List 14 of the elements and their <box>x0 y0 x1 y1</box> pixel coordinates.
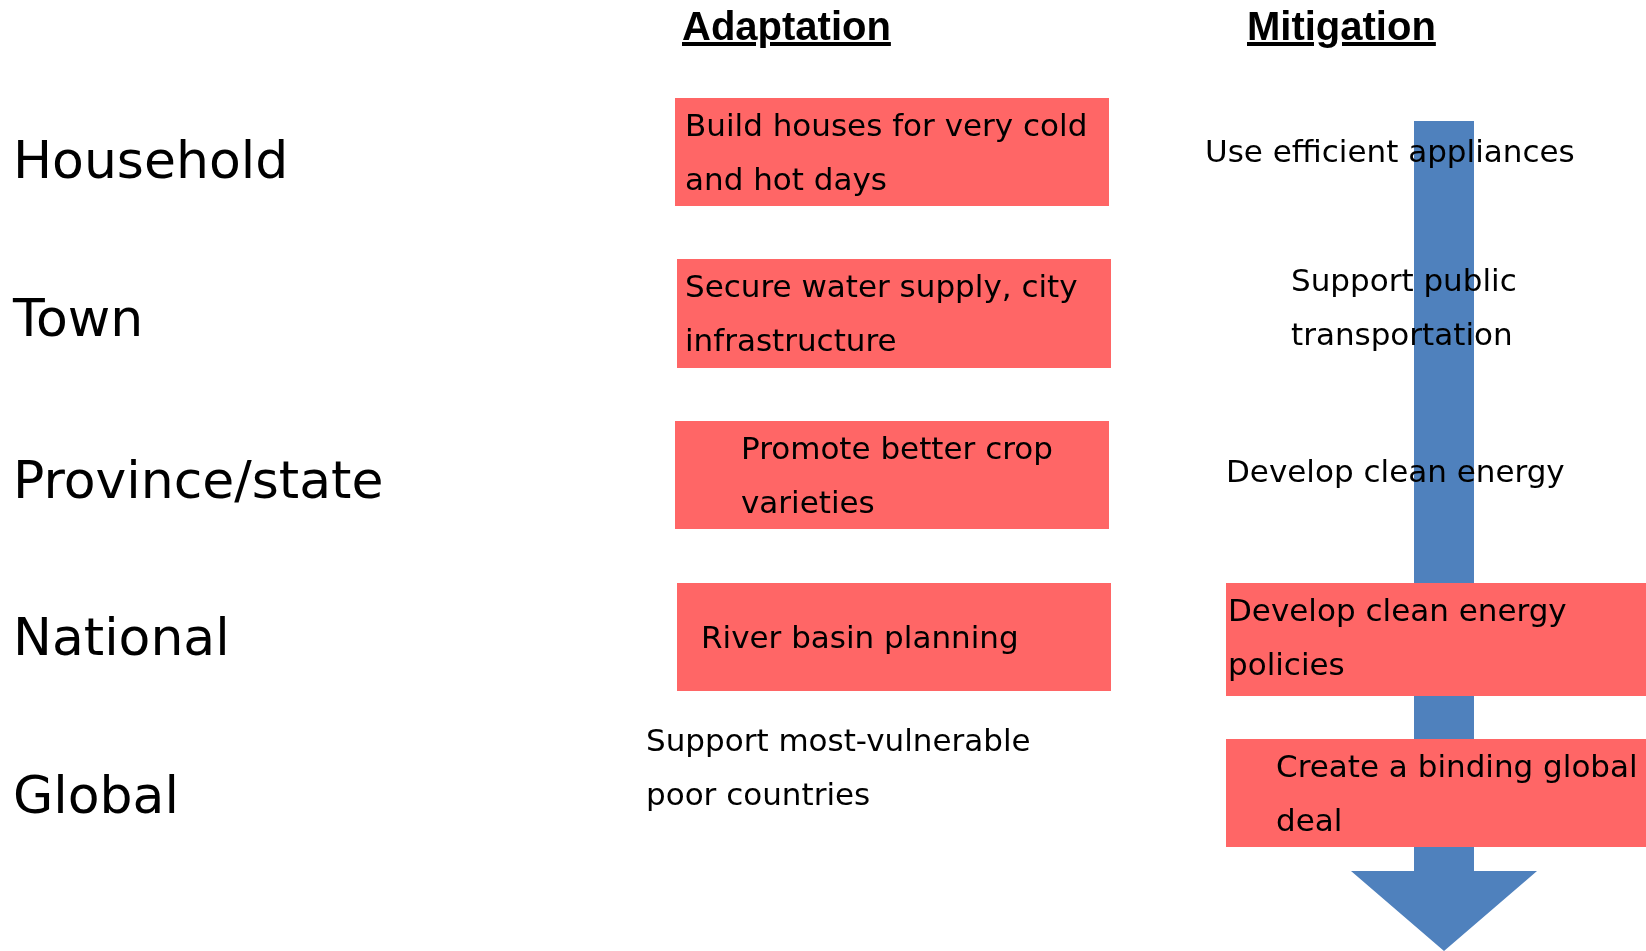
action-box: River basin planning <box>677 583 1111 691</box>
action-box: Secure water supply, city infrastructure <box>677 259 1111 368</box>
row-label: Province/state <box>13 450 384 510</box>
column-heading: Adaptation <box>682 4 891 49</box>
action-box: Create a binding global deal <box>1226 739 1646 847</box>
action-box: Promote better crop varieties <box>675 421 1109 529</box>
row-label: Town <box>13 288 144 348</box>
row-label: National <box>13 607 230 667</box>
column-heading: Mitigation <box>1247 4 1436 49</box>
action-box: Build houses for very cold and hot days <box>675 98 1109 206</box>
measure-text: Support most-vulnerable poor countries <box>646 721 1032 814</box>
row-label: Global <box>13 765 179 825</box>
action-box: Develop clean energy policies <box>1226 583 1646 696</box>
row-label: Household <box>13 130 289 190</box>
